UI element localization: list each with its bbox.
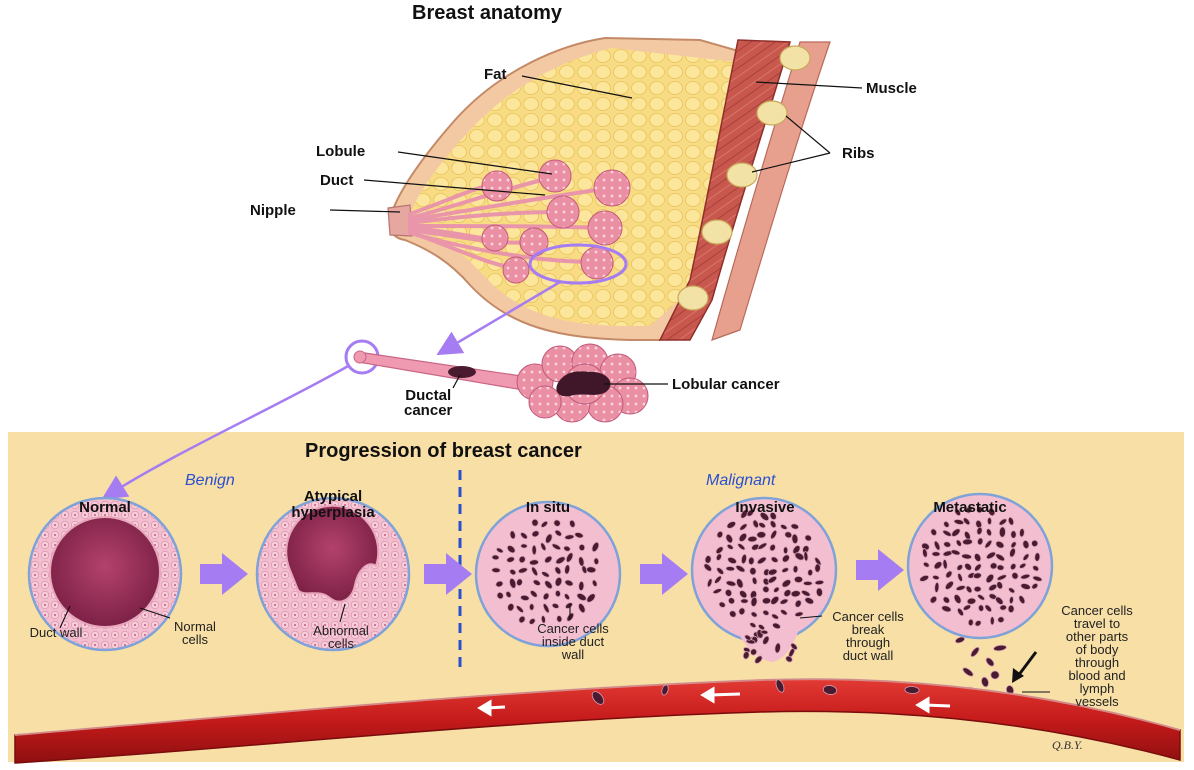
cancer-cell [761, 630, 769, 635]
label-ribs: Ribs [842, 145, 875, 162]
cancer-cell [934, 582, 939, 593]
cancer-cell [783, 547, 788, 554]
cancer-cell [1008, 605, 1014, 613]
stage-atypical-label: Atypical hyperplasia [268, 489, 398, 521]
label-nipple: Nipple [250, 202, 296, 219]
annot-duct-wall: Duct wall [16, 626, 96, 639]
cancer-cell [757, 531, 766, 538]
cancer-cell [794, 576, 803, 583]
cancer-cell [793, 566, 798, 573]
label-muscle: Muscle [866, 80, 917, 97]
cancer-cell [586, 566, 596, 573]
cancer-cell [579, 544, 586, 551]
cancer-cell [803, 581, 812, 585]
cancer-cell [978, 604, 984, 611]
cancer-cell [987, 517, 991, 524]
stage-metastatic-label: Metastatic [915, 500, 1025, 516]
cancer-cell [990, 562, 998, 569]
stage-invasive-label: Invasive [715, 500, 815, 516]
stage-insitu-label: In situ [503, 500, 593, 516]
artist-signature: Q.B.Y. [1052, 738, 1083, 753]
label-fat: Fat [484, 66, 507, 83]
cancer-cell [990, 617, 994, 625]
lobular-cluster [517, 344, 648, 422]
cancer-cell [1011, 531, 1017, 539]
cancer-cell [529, 559, 539, 565]
cancer-cell [1019, 528, 1025, 537]
label-lobule: Lobule [316, 143, 365, 160]
anatomy-title: Breast anatomy [412, 2, 562, 25]
cancer-cell [991, 671, 1000, 679]
cancer-cell [521, 544, 528, 549]
progression-title: Progression of breast cancer [305, 440, 582, 463]
cancer-cell [997, 565, 1005, 571]
benign-label: Benign [185, 472, 235, 490]
cancer-cell [968, 619, 974, 626]
cancer-cell [532, 545, 537, 555]
cancer-cell [816, 588, 823, 597]
cancer-cell [578, 581, 584, 591]
cancer-cell [748, 536, 758, 542]
cancer-cell [962, 539, 972, 545]
cancer-cell [555, 590, 561, 597]
cancer-cell [999, 605, 1006, 611]
annot-normal-cells: Normal cells [160, 620, 230, 646]
label-ductal-cancer: Ductal cancer [404, 388, 452, 418]
annot-cancer-inside: Cancer cells inside duct wall [518, 622, 628, 661]
annot-abnormal-cells: Abnormal cells [296, 624, 386, 650]
cancer-cell [807, 569, 813, 576]
cancer-cell [999, 527, 1006, 538]
cancer-cell [997, 616, 1004, 623]
cancer-cell [741, 599, 749, 604]
annot-cancer-travel: Cancer cells travel to other parts of bo… [1042, 604, 1152, 708]
cancer-cell [1031, 540, 1038, 547]
cancer-cell [531, 519, 539, 527]
malignant-label: Malignant [706, 472, 775, 490]
cancer-cell [726, 566, 735, 571]
cancer-cell [1034, 552, 1040, 561]
cancer-cell [492, 555, 500, 560]
cancer-cell [815, 564, 821, 573]
cancer-cell [748, 557, 754, 565]
cancer-cell [749, 567, 756, 575]
cancer-cell [762, 597, 771, 604]
cancer-cell [529, 604, 534, 611]
label-duct: Duct [320, 172, 353, 189]
stage-normal-label: Normal [55, 500, 155, 516]
cancer-cell [791, 534, 798, 544]
label-lobular-cancer: Lobular cancer [672, 376, 780, 393]
cancer-cell [594, 558, 599, 565]
cancer-cell [492, 568, 501, 573]
annot-cancer-break: Cancer cells break through duct wall [818, 610, 918, 662]
cancer-cell [974, 586, 981, 592]
cancer-cell [932, 552, 940, 557]
